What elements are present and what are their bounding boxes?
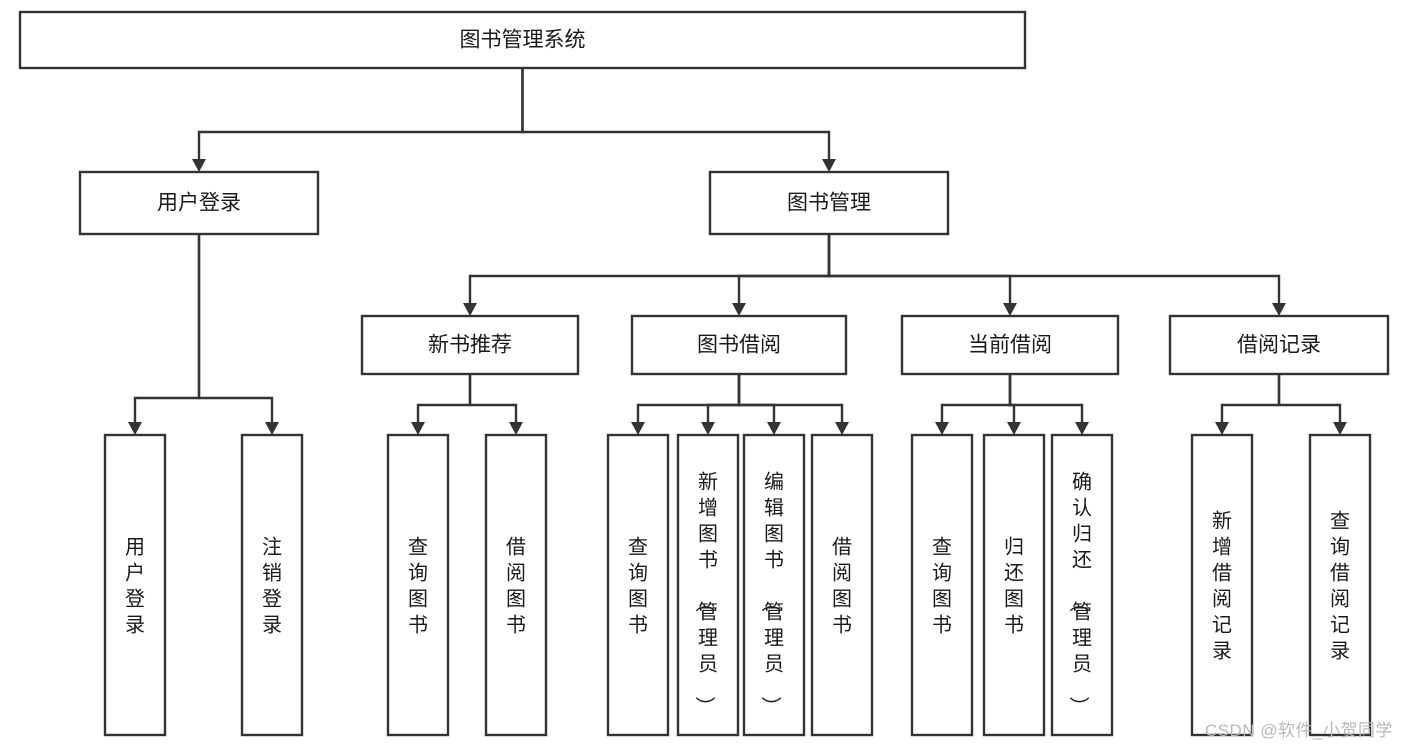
arrow-head-icon [935,422,949,435]
node-book-borrow[interactable]: 图书借阅 [630,314,848,376]
arrow-head-icon [509,422,523,435]
node-label-leaf-borrow-book-1: 借阅图书 [506,535,526,636]
node-box-leaf-borrow-book-2[interactable] [810,433,874,737]
node-label-leaf-user-login: 用户登录 [125,536,145,636]
connector-root-to-user-login [192,68,524,172]
arrow-head-icon [192,159,206,172]
node-box-book-manage[interactable] [708,170,950,236]
node-label-leaf-edit-book: 编辑图书（管理员） [759,470,784,716]
node-label-leaf-add-record: 新增借阅记录 [1212,509,1232,662]
node-label-user-login: 用户登录 [157,192,241,215]
connector-borrow-record-to-leaf-query-record [1277,374,1347,435]
arrow-head-icon [1007,422,1021,435]
connector-new-book-rec-to-leaf-query-book-1 [411,374,472,435]
node-box-leaf-query-book-1[interactable] [386,433,450,737]
connector-layer [128,68,1347,435]
node-leaf-query-book-1[interactable]: 查询图书 [386,433,450,737]
arrow-head-icon [463,303,477,316]
node-label-leaf-add-book: 新增图书（管理员） [693,470,718,716]
node-leaf-add-record[interactable]: 新增借阅记录 [1190,433,1254,737]
connector-current-borrow-to-leaf-confirm-return [1008,374,1089,435]
node-leaf-query-book-2[interactable]: 查询图书 [606,433,670,737]
arrow-head-icon [1003,303,1017,316]
connector-current-borrow-to-leaf-query-book-3 [935,374,1012,435]
node-box-leaf-add-book[interactable] [676,433,740,737]
node-box-borrow-record[interactable] [1168,314,1390,376]
arrow-head-icon [1215,422,1229,435]
node-layer: 图书管理系统用户登录图书管理新书推荐图书借阅当前借阅借阅记录用户登录注销登录查询… [18,10,1390,737]
node-label-leaf-query-book-1: 查询图书 [408,535,428,636]
node-leaf-edit-book[interactable]: 编辑图书（管理员） [742,433,806,737]
node-label-root: 图书管理系统 [460,29,586,52]
node-root[interactable]: 图书管理系统 [18,10,1027,70]
arrow-head-icon [265,422,279,435]
node-leaf-add-book[interactable]: 新增图书（管理员） [676,433,740,737]
node-leaf-query-book-3[interactable]: 查询图书 [910,433,974,737]
arrow-head-icon [835,422,849,435]
connector-borrow-record-to-leaf-add-record [1215,374,1281,435]
node-label-leaf-borrow-book-2: 借阅图书 [832,535,852,636]
node-box-leaf-return-book[interactable] [982,433,1046,737]
node-box-leaf-edit-book[interactable] [742,433,806,737]
connector-new-book-rec-to-leaf-borrow-book-1 [468,374,523,435]
arrow-head-icon [1075,422,1089,435]
node-new-book-rec[interactable]: 新书推荐 [360,314,580,376]
node-box-leaf-query-book-3[interactable] [910,433,974,737]
arrow-head-icon [1333,422,1347,435]
node-label-leaf-query-record: 查询借阅记录 [1330,509,1350,662]
node-box-leaf-query-record[interactable] [1308,433,1372,737]
node-label-borrow-record: 借阅记录 [1237,334,1321,357]
node-box-leaf-logout[interactable] [240,433,304,737]
connector-book-manage-to-borrow-record [827,234,1286,316]
node-label-leaf-query-book-3: 查询图书 [932,535,952,636]
arrow-head-icon [128,422,142,435]
node-box-leaf-confirm-return[interactable] [1050,433,1114,737]
node-current-borrow[interactable]: 当前借阅 [900,314,1120,376]
connector-root-to-book-manage [521,68,836,172]
node-leaf-borrow-book-1[interactable]: 借阅图书 [484,433,548,737]
connector-book-manage-to-book-borrow [732,234,831,316]
connector-book-borrow-to-leaf-borrow-book-2 [737,374,849,435]
node-leaf-logout[interactable]: 注销登录 [240,433,304,737]
arrow-head-icon [701,422,715,435]
node-label-current-borrow: 当前借阅 [968,334,1052,357]
node-label-book-borrow: 图书借阅 [697,334,781,357]
node-leaf-borrow-book-2[interactable]: 借阅图书 [810,433,874,737]
node-leaf-user-login[interactable]: 用户登录 [103,433,167,737]
node-box-leaf-borrow-book-1[interactable] [484,433,548,737]
node-box-new-book-rec[interactable] [360,314,580,376]
node-box-book-borrow[interactable] [630,314,848,376]
node-box-leaf-user-login[interactable] [103,433,167,737]
connector-user-login-to-leaf-user-login [128,234,201,435]
node-label-new-book-rec: 新书推荐 [428,334,512,357]
arrow-head-icon [1272,303,1286,316]
node-box-current-borrow[interactable] [900,314,1120,376]
arrow-head-icon [822,159,836,172]
node-box-leaf-add-record[interactable] [1190,433,1254,737]
arrow-head-icon [732,303,746,316]
node-label-book-manage: 图书管理 [787,192,871,215]
arrow-head-icon [411,422,425,435]
node-box-root[interactable] [18,10,1027,70]
node-leaf-confirm-return[interactable]: 确认归还（管理员） [1050,433,1114,737]
node-label-leaf-return-book: 归还图书 [1004,535,1024,636]
node-box-leaf-query-book-2[interactable] [606,433,670,737]
connector-user-login-to-leaf-logout [197,234,279,435]
node-leaf-return-book[interactable]: 归还图书 [982,433,1046,737]
node-user-login[interactable]: 用户登录 [78,170,320,236]
arrow-head-icon [631,422,645,435]
node-book-manage[interactable]: 图书管理 [708,170,950,236]
node-label-leaf-logout: 注销登录 [262,535,282,636]
arrow-head-icon [767,422,781,435]
node-box-user-login[interactable] [78,170,320,236]
node-label-leaf-confirm-return: 确认归还（管理员） [1067,470,1092,716]
node-leaf-query-record[interactable]: 查询借阅记录 [1308,433,1372,737]
node-borrow-record[interactable]: 借阅记录 [1168,314,1390,376]
watermark-text: CSDN @软件_小贺同学 [1204,721,1393,740]
node-label-leaf-query-book-2: 查询图书 [628,535,648,636]
